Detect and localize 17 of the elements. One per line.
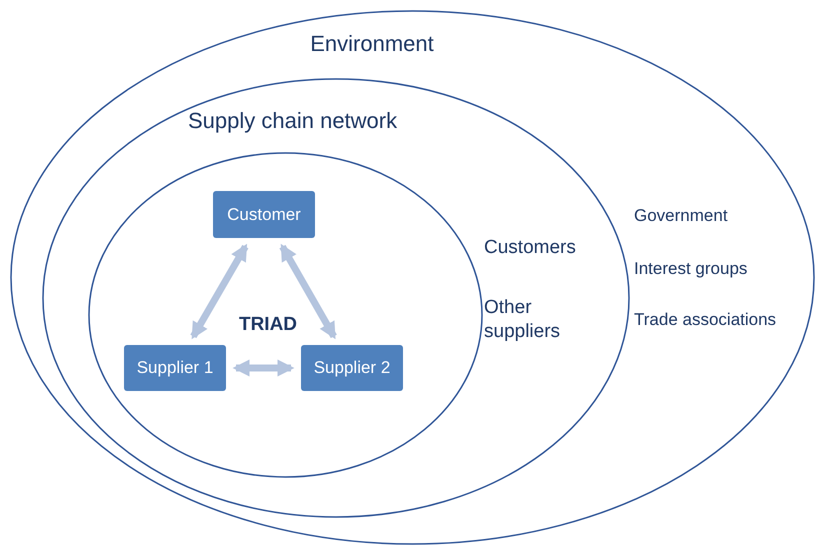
actor-box: Supplier 1 <box>124 345 226 391</box>
scope-ellipse <box>88 152 483 478</box>
double-arrow <box>232 360 294 376</box>
double-arrow <box>279 244 337 340</box>
ring-label: Trade associations <box>634 309 778 330</box>
ring-title: Supply chain network <box>188 107 398 134</box>
actor-box: Customer <box>213 191 315 238</box>
actor-box: Supplier 2 <box>301 345 403 391</box>
scope-ellipse <box>10 10 815 545</box>
ring-label: Interest groups <box>634 258 748 280</box>
double-arrow <box>190 244 248 340</box>
triad-label: TRIAD <box>238 313 298 337</box>
ring-label: Customers <box>484 236 577 260</box>
ring-label: Government <box>634 205 729 226</box>
ring-label: Other suppliers <box>484 296 562 344</box>
scope-ellipse <box>42 78 630 518</box>
ring-title: Environment <box>309 30 435 58</box>
